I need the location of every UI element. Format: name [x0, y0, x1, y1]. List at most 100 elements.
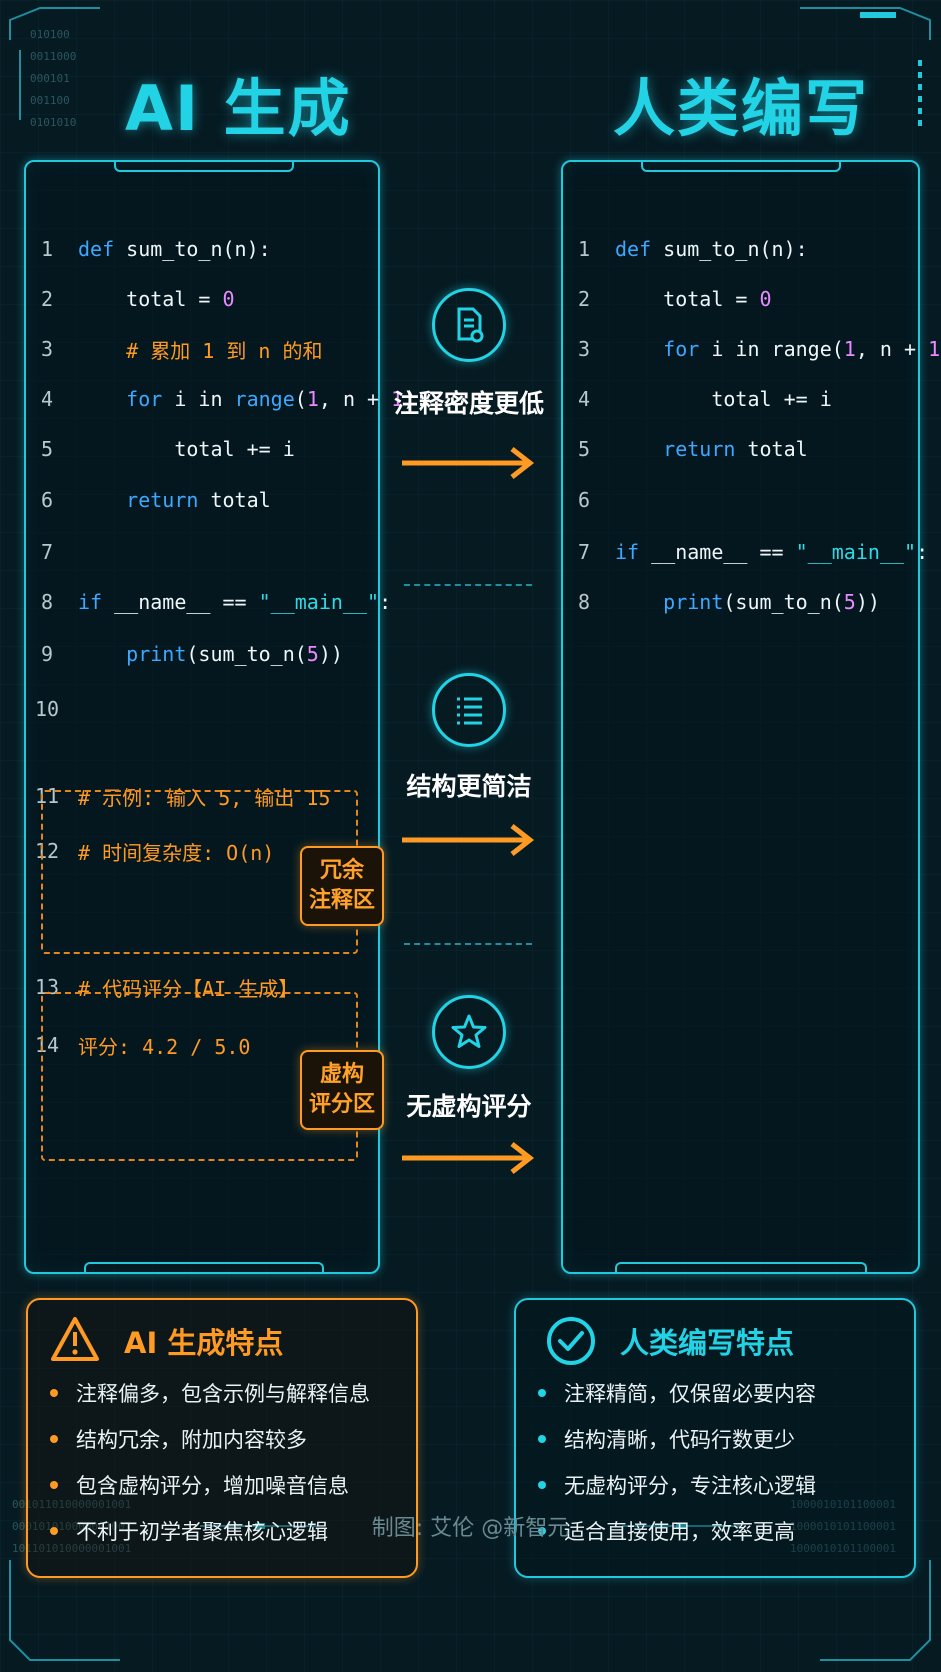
line-number: 6	[40, 488, 54, 512]
feature-bullet: 无虚构评分，专注核心逻辑	[538, 1470, 816, 1500]
feature-bullet: 结构冗余，附加内容较多	[50, 1424, 307, 1454]
feature-label-comment-density: 注释密度更低	[393, 389, 544, 418]
code-line: 8 print(sum_to_n(5))	[563, 587, 880, 617]
bullet-text: 无虚构评分，专注核心逻辑	[564, 1474, 816, 1498]
code-token: __name__ ==	[639, 540, 796, 564]
code-token: print	[78, 642, 187, 666]
bullet-dot	[538, 1527, 546, 1535]
code-line: 10	[26, 694, 78, 724]
code-line: 5 return total	[563, 434, 808, 464]
code-line: 12 # 时间复杂度: O(n)	[26, 836, 274, 866]
code-token: (sum_to_n(	[723, 590, 844, 614]
arrow-icon	[402, 824, 535, 856]
code-token: total =	[78, 287, 223, 311]
code-token: # 时间复杂度: O(n)	[78, 840, 275, 865]
line-number: 14	[34, 1033, 60, 1057]
bullet-text: 包含虚构评分，增加噪音信息	[76, 1474, 349, 1498]
line-number: 8	[577, 590, 591, 614]
code-token: ):	[403, 387, 428, 411]
binary-decoration-top-left: 010100 0011000 000101 001100 0101010	[30, 28, 77, 129]
code-token: return	[615, 437, 736, 461]
code-token: total	[735, 437, 808, 461]
code-token: (sum_to_n(	[186, 642, 307, 666]
code-token: ))	[318, 642, 343, 666]
code-token: 5	[843, 590, 856, 614]
line-number: 6	[577, 488, 591, 512]
code-token: total =	[615, 287, 760, 311]
bullet-dot	[50, 1527, 58, 1535]
code-line: 5 total += i	[26, 434, 295, 464]
code-line: 4 for i in range(1, n + 1):	[26, 384, 427, 414]
line-number: 11	[34, 784, 60, 808]
bullet-text: 适合直接使用，效率更高	[564, 1520, 795, 1544]
line-number: 3	[577, 337, 591, 361]
feature-bullet: 结构清晰，代码行数更少	[538, 1424, 795, 1454]
code-token: (	[294, 387, 307, 411]
code-line: 6	[563, 485, 615, 515]
feature-label-no-fake-score: 无虚构评分	[406, 1092, 532, 1121]
line-number: 12	[34, 839, 60, 863]
bullet-dot	[50, 1481, 58, 1489]
panel-tab	[641, 160, 841, 172]
warning-icon	[51, 1317, 99, 1361]
ai-features-card: AI 生成特点 注释偏多，包含示例与解释信息结构冗余，附加内容较多包含虚构评分，…	[26, 1298, 418, 1578]
line-number: 13	[34, 975, 60, 999]
line-number: 2	[577, 287, 591, 311]
code-token: 1	[843, 337, 856, 361]
star-icon	[432, 995, 506, 1069]
feature-bullet: 适合直接使用，效率更高	[538, 1516, 795, 1546]
code-token: if	[615, 540, 640, 564]
code-token: return	[78, 488, 199, 512]
line-number: 7	[40, 540, 54, 564]
code-line: 2 total = 0	[26, 284, 235, 314]
binary-decoration-bottom-left: 001011010000001001 000101010000001001 10…	[12, 1498, 132, 1555]
code-token: # 累加 1 到 n 的和	[78, 338, 323, 363]
code-token: , n +	[855, 337, 929, 361]
bullet-dot	[538, 1389, 546, 1397]
line-number: 1	[577, 237, 591, 261]
title-human-written: 人类编写	[613, 72, 870, 145]
code-token: total += i	[78, 437, 295, 461]
code-token: total	[198, 488, 271, 512]
code-token: 1	[928, 337, 941, 361]
line-number: 5	[40, 437, 54, 461]
code-token: print	[615, 590, 724, 614]
bullet-dot	[50, 1389, 58, 1397]
bullet-dot	[538, 1481, 546, 1489]
feature-bullet: 注释精简，仅保留必要内容	[538, 1378, 816, 1408]
feature-bullet: 不利于初学者聚焦核心逻辑	[50, 1516, 328, 1546]
arrow-icon	[402, 1142, 535, 1174]
code-token: range	[234, 387, 295, 411]
line-number: 7	[577, 540, 591, 564]
line-number: 9	[40, 642, 54, 666]
code-token: i in range(	[699, 337, 844, 361]
feature-bullet: 包含虚构评分，增加噪音信息	[50, 1470, 349, 1500]
code-token: 0	[759, 287, 772, 311]
fake-score-badge: 虚构 评分区	[300, 1050, 384, 1130]
feature-label-structure: 结构更简洁	[406, 772, 532, 801]
footer-credit: 制图: 艾伦 @新智元	[371, 1516, 570, 1541]
binary-decoration-bottom-right: 1000010101100001 1000010101100001 100001…	[790, 1498, 896, 1555]
code-token: "__main__"	[258, 590, 380, 614]
bullet-dot	[50, 1435, 58, 1443]
document-icon	[432, 288, 506, 362]
code-token: ))	[855, 590, 880, 614]
code-line: 13 # 代码评分【AI 生成】	[26, 972, 298, 1002]
line-number: 1	[40, 237, 54, 261]
panel-tab	[84, 1262, 324, 1274]
panel-tab	[615, 1262, 867, 1274]
code-token: __name__ ==	[102, 590, 259, 614]
divider	[404, 584, 532, 586]
code-token: # 代码评分【AI 生成】	[78, 976, 299, 1001]
line-number: 10	[34, 697, 60, 721]
bullet-text: 结构冗余，附加内容较多	[76, 1428, 307, 1452]
line-number: 4	[577, 387, 591, 411]
code-token: sum_to_n(n):	[651, 237, 808, 261]
